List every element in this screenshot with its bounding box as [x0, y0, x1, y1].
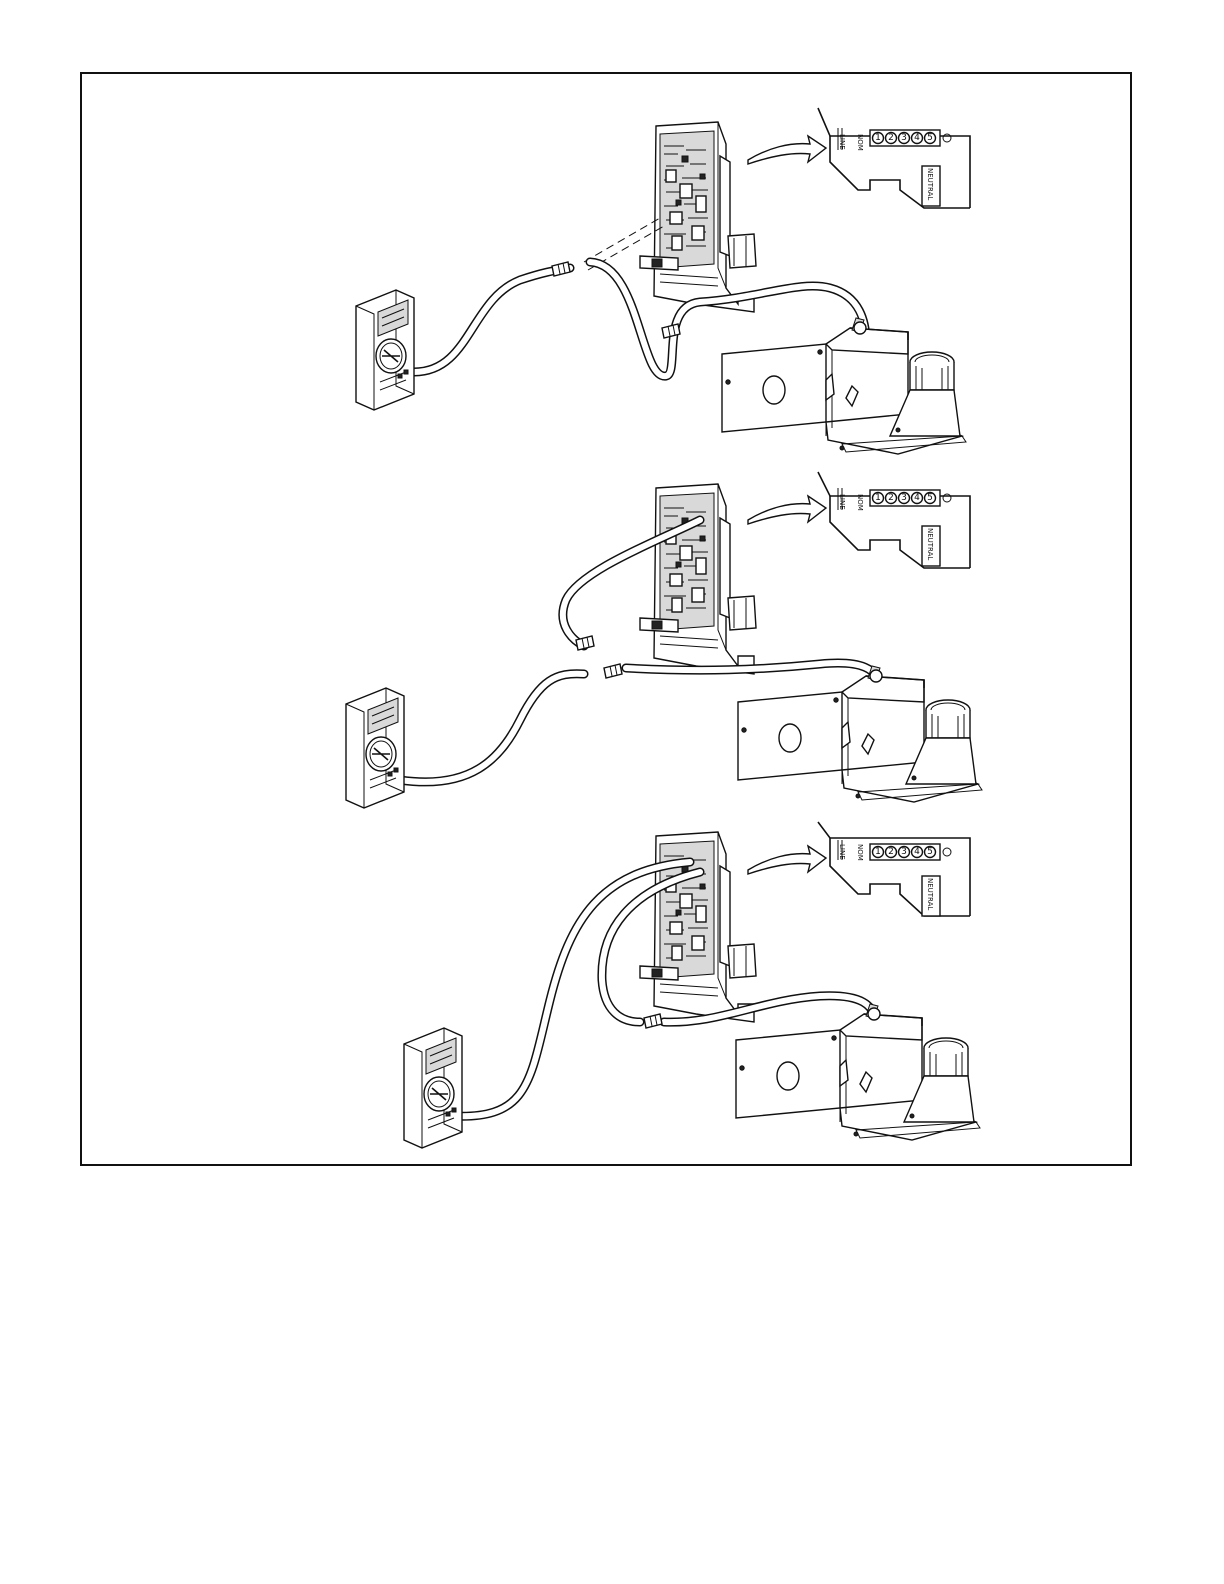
pin-3: 3 — [901, 133, 907, 143]
pin-2: 2 — [888, 847, 894, 857]
neutral-label: NEUTRAL — [926, 878, 934, 910]
test-connector — [604, 664, 622, 678]
pin-1: 1 — [875, 847, 881, 857]
pin-4: 4 — [914, 133, 920, 143]
line-label: LINE — [838, 494, 846, 510]
meter-lead — [400, 674, 584, 782]
control-board — [640, 122, 756, 312]
burner-assembly — [736, 1004, 980, 1140]
pin-5: 5 — [927, 493, 933, 503]
control-board — [640, 832, 756, 1022]
multimeter — [404, 1028, 462, 1148]
multimeter — [346, 688, 404, 808]
control-board — [640, 484, 756, 674]
meter-lead — [414, 268, 570, 372]
zoom-arrow — [748, 496, 826, 524]
panel-2: LINE NOM 1 2 3 4 5 NEUTRAL — [346, 472, 982, 808]
pin-1: 1 — [875, 133, 881, 143]
burner-assembly — [738, 666, 982, 802]
inline-connector — [644, 1014, 662, 1028]
panel-3: LINE NOM 1 2 3 4 5 NEUTRAL — [404, 822, 980, 1148]
zoom-arrow — [748, 846, 826, 874]
pin-1: 1 — [875, 493, 881, 503]
terminal-detail: LINE NOM 1 2 3 4 5 NEUTRAL — [818, 108, 970, 208]
zoom-arrow — [748, 136, 826, 164]
pin-4: 4 — [914, 847, 920, 857]
burner-assembly — [722, 318, 966, 454]
panel-1: LINE NOM 1 2 3 4 5 NEUTRAL — [356, 108, 970, 454]
neutral-label: NEUTRAL — [926, 528, 934, 560]
pin-5: 5 — [927, 133, 933, 143]
multimeter — [356, 290, 414, 410]
pin-3: 3 — [901, 847, 907, 857]
line-label: LINE — [838, 134, 846, 150]
pin-2: 2 — [888, 493, 894, 503]
nom-label: NOM — [856, 494, 864, 511]
test-connector — [552, 262, 570, 276]
terminal-detail: LINE NOM 1 2 3 4 5 NEUTRAL — [818, 472, 970, 568]
nom-label: NOM — [856, 134, 864, 151]
terminal-detail: LINE NOM 1 2 3 4 5 NEUTRAL — [818, 822, 970, 916]
pin-2: 2 — [888, 133, 894, 143]
neutral-label: NEUTRAL — [926, 168, 934, 200]
line-label: LINE — [838, 844, 846, 860]
pin-3: 3 — [901, 493, 907, 503]
nom-label: NOM — [856, 844, 864, 861]
pin-5: 5 — [927, 847, 933, 857]
pin-4: 4 — [914, 493, 920, 503]
